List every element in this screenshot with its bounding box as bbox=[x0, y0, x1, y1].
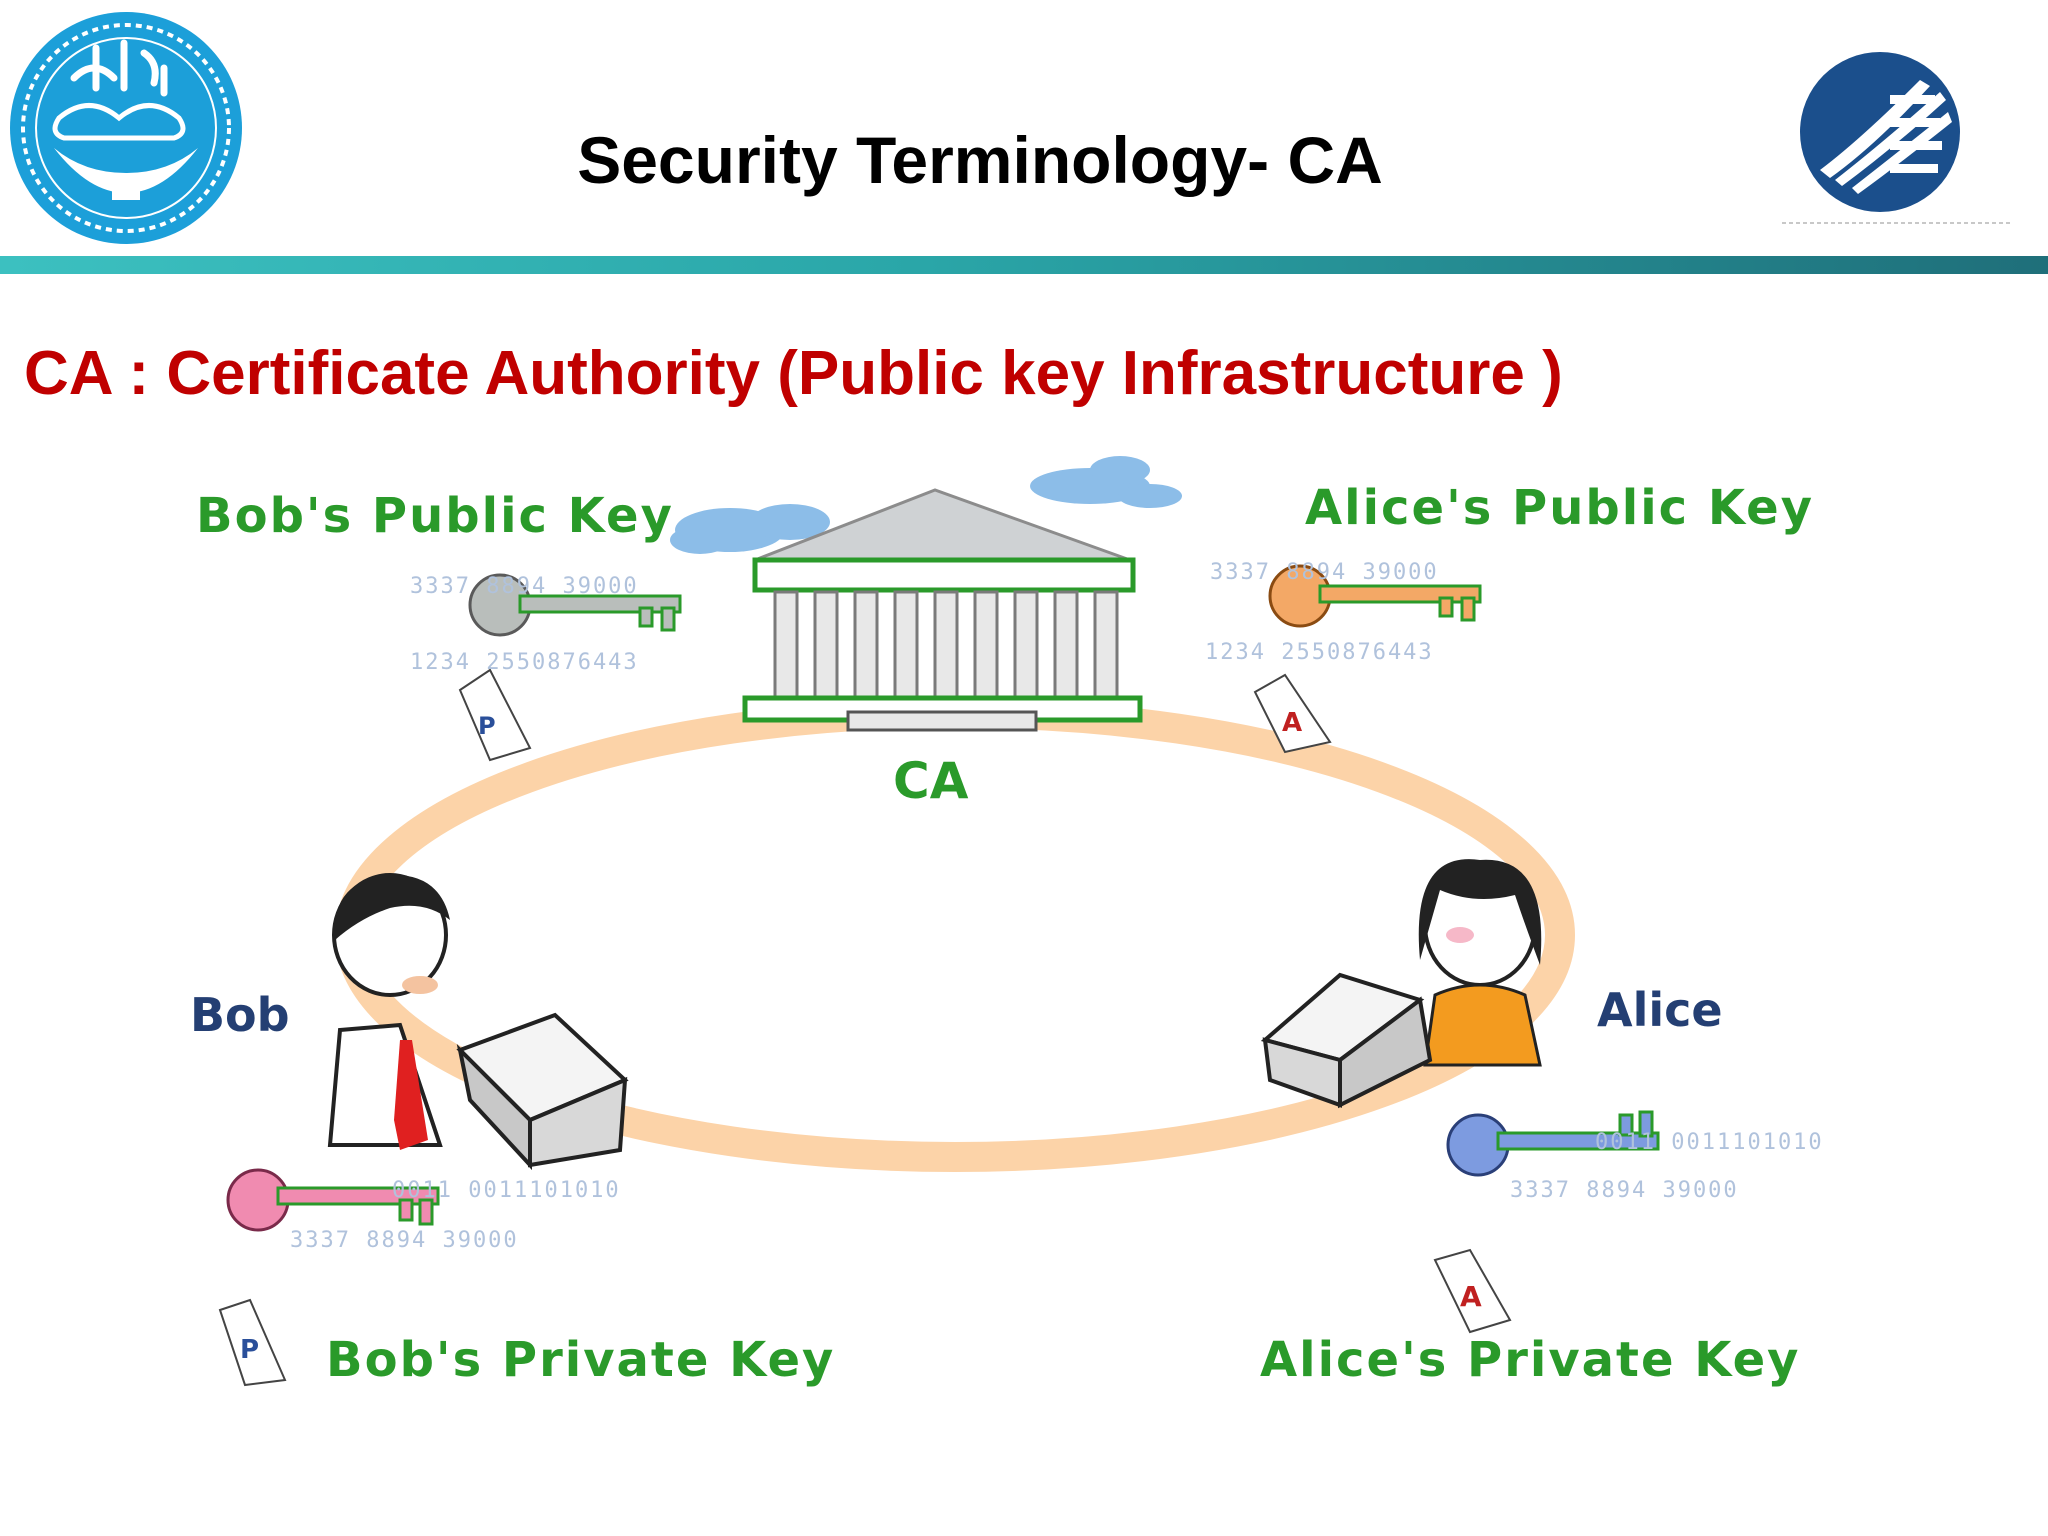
bob-computer-icon bbox=[456, 1012, 629, 1171]
alice-private-key-tag: A bbox=[1460, 1280, 1482, 1313]
bob-public-key-tag: P bbox=[478, 712, 496, 740]
alice-person-icon bbox=[1418, 859, 1542, 1067]
bob-private-key-digits-2: 3337 8894 39000 bbox=[290, 1228, 519, 1253]
bob-person-icon bbox=[327, 873, 450, 1150]
alice-private-key-digits-2: 3337 8894 39000 bbox=[1510, 1178, 1739, 1203]
cloud-right bbox=[1030, 456, 1182, 508]
alice-public-key-label: Alice's Public Key bbox=[1305, 480, 1815, 536]
institute-logo bbox=[1780, 52, 2010, 224]
alice-private-key-digits-1: 0011 0011101010 bbox=[1595, 1130, 1824, 1155]
alice-public-key-tag: A bbox=[1282, 708, 1303, 738]
alice-computer-icon bbox=[1260, 972, 1433, 1109]
bob-public-key-icon bbox=[458, 573, 682, 762]
alice-private-key-label: Alice's Private Key bbox=[1260, 1332, 1801, 1388]
bob-private-key-icon bbox=[218, 1168, 440, 1387]
university-logo bbox=[10, 12, 242, 244]
ca-building-icon bbox=[742, 488, 1143, 732]
bob-private-key-label: Bob's Private Key bbox=[326, 1332, 836, 1388]
cloud-left bbox=[670, 504, 830, 554]
header-divider-bar bbox=[0, 256, 2048, 274]
alice-private-key-icon bbox=[1433, 1110, 1660, 1334]
bob-private-key-tag: P bbox=[240, 1335, 260, 1365]
bob-label: Bob bbox=[190, 988, 290, 1042]
bob-public-key-label: Bob's Public Key bbox=[196, 488, 674, 544]
bob-public-key-digits-1: 3337 8894 39000 bbox=[410, 574, 639, 599]
alice-public-key-digits-2: 1234 2550876443 bbox=[1205, 640, 1434, 665]
alice-label: Alice bbox=[1597, 983, 1723, 1037]
ca-label: CA bbox=[893, 752, 969, 810]
page-title: Security Terminology- CA bbox=[577, 123, 1383, 197]
alice-public-key-icon bbox=[1253, 564, 1482, 754]
slide-subtitle: CA : Certificate Authority (Public key I… bbox=[24, 339, 1563, 408]
alice-public-key-digits-1: 3337 8894 39000 bbox=[1210, 560, 1439, 585]
bob-public-key-digits-2: 1234 2550876443 bbox=[410, 650, 639, 675]
bob-private-key-digits-1: 0011 0011101010 bbox=[392, 1178, 621, 1203]
